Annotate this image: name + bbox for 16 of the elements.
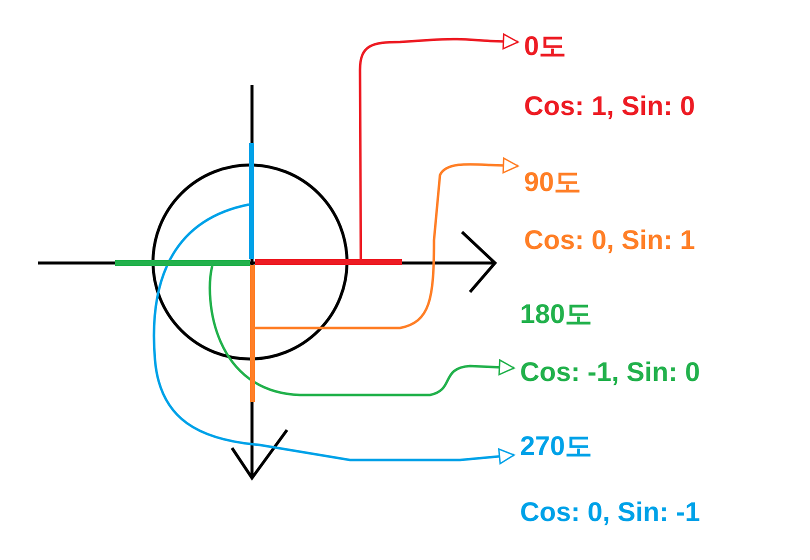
leader-arrow (152, 203, 515, 464)
cos-sin-values: Cos: -1, Sin: 0 (520, 356, 700, 388)
leader-arrow (208, 266, 515, 396)
angle-segment (250, 265, 255, 402)
angle-label: 90도 (524, 166, 582, 198)
leader-arrow (358, 33, 519, 259)
angle-label: 180도 (520, 298, 592, 330)
angle-segment (115, 260, 250, 266)
cos-sin-values: Cos: 0, Sin: -1 (520, 496, 700, 528)
cos-sin-values: Cos: 0, Sin: 1 (524, 224, 696, 256)
cos-sin-values: Cos: 1, Sin: 0 (524, 90, 696, 122)
angle-segment (249, 143, 254, 259)
angle-segment (255, 259, 402, 265)
angle-label: 0도 (524, 30, 566, 62)
angle-label: 270도 (520, 430, 592, 462)
leader-arrow (255, 157, 519, 330)
